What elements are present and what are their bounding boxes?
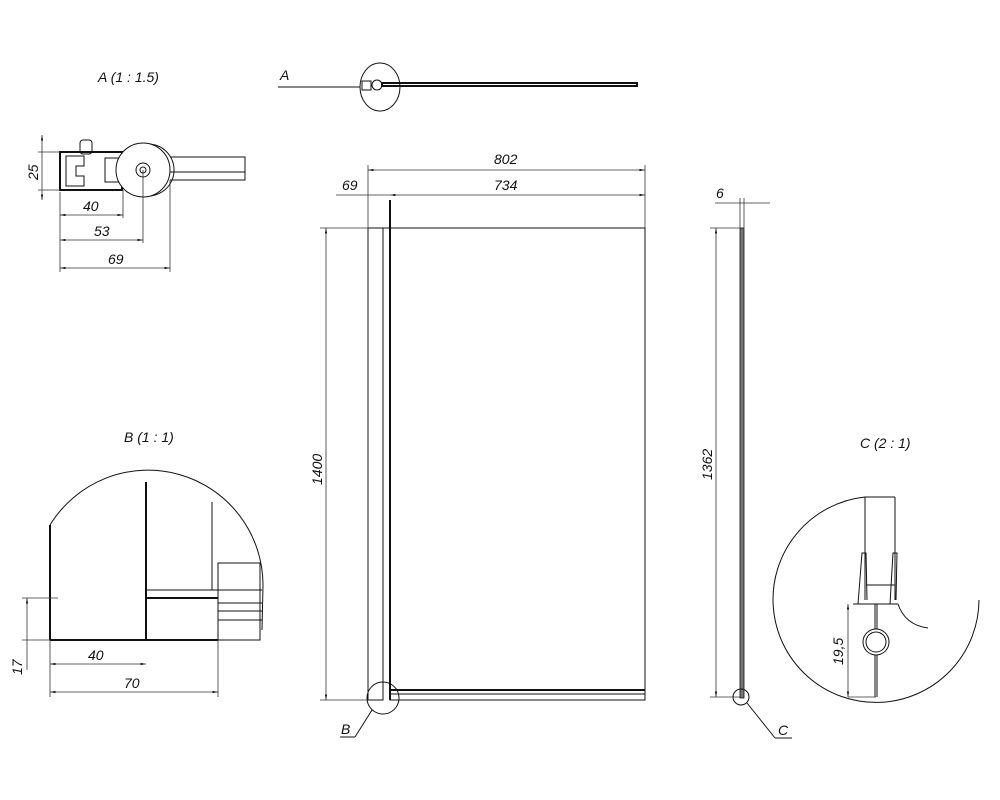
marker-c: C [778, 722, 789, 738]
top-view: A [278, 62, 638, 112]
dim-6: 6 [716, 185, 724, 201]
dim-1400: 1400 [309, 454, 325, 485]
front-view: 802 734 69 1400 B [309, 151, 646, 738]
detail-c: C (2 : 1) 19,5 [772, 435, 980, 703]
dim-69-front: 69 [342, 177, 358, 193]
detail-b-callout-circle [366, 681, 400, 715]
dim-1362: 1362 [699, 449, 715, 480]
glass-edge [739, 227, 745, 699]
dim-734: 734 [494, 177, 518, 193]
detail-c-callout-circle [732, 688, 750, 706]
seal-tube [862, 628, 890, 656]
dim-19-5: 19,5 [830, 638, 846, 665]
dim-40-b: 40 [88, 647, 104, 663]
detail-a-title: A (1 : 1.5) [97, 69, 159, 85]
dim-25: 25 [25, 164, 41, 181]
dim-53: 53 [94, 223, 110, 239]
section-marker-a: A [279, 67, 289, 83]
detail-a: A (1 : 1.5) 25 40 53 69 [25, 69, 246, 272]
dim-17: 17 [9, 658, 25, 675]
glass-panel [389, 227, 646, 701]
dim-40: 40 [83, 198, 99, 214]
dim-70: 70 [124, 675, 140, 691]
dim-69: 69 [108, 251, 124, 267]
detail-b: B (1 : 1) 17 40 70 [9, 429, 264, 697]
marker-b: B [341, 721, 350, 737]
detail-b-title: B (1 : 1) [124, 429, 174, 445]
wall-profile [367, 227, 384, 701]
side-view: 6 1362 C [699, 185, 792, 739]
glass-panel-top [381, 82, 638, 87]
dim-802: 802 [494, 151, 518, 167]
detail-c-title: C (2 : 1) [860, 435, 911, 451]
